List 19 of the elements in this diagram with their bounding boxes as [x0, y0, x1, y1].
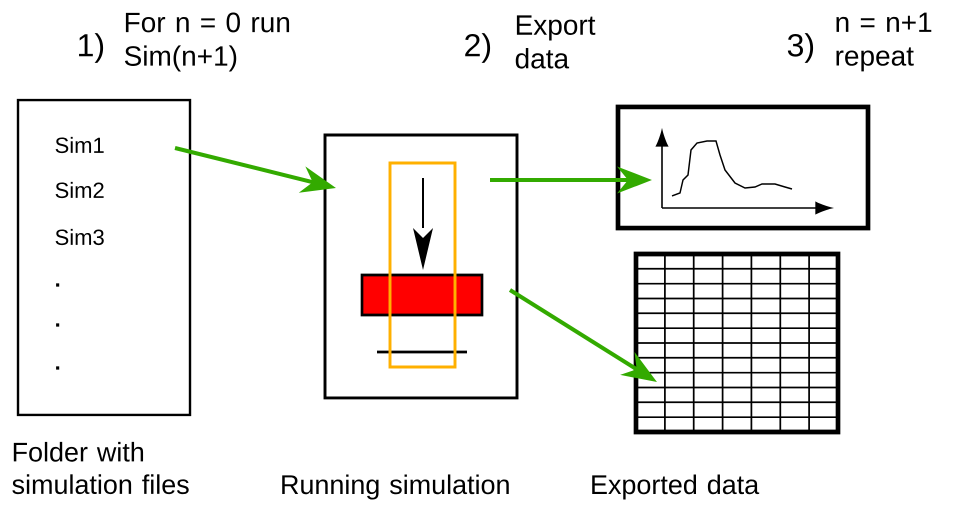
list-item: .	[56, 366, 60, 370]
list-item: Sim1	[56, 136, 104, 154]
list-item: Sim2	[56, 182, 104, 198]
step-number: 2)	[465, 33, 490, 63]
simulation-drawing	[324, 134, 518, 400]
node-label: Exported data	[592, 474, 760, 500]
chart-drawing	[616, 104, 870, 230]
node-label: Folder with simulation files	[12, 442, 189, 494]
list-item: Sim3	[56, 228, 104, 246]
step-number: 3)	[788, 33, 814, 63]
list-item: .	[56, 283, 60, 287]
table-drawing	[634, 252, 840, 434]
step-number: 1)	[79, 33, 104, 63]
node-label: Running simulation	[282, 474, 509, 500]
step-text: n = n+1 repeat	[836, 12, 932, 72]
folder-box	[16, 98, 192, 416]
list-item: .	[56, 323, 60, 327]
step-text: For n = 0 run Sim(n+1)	[124, 12, 290, 72]
step-text: Export data	[516, 15, 596, 69]
